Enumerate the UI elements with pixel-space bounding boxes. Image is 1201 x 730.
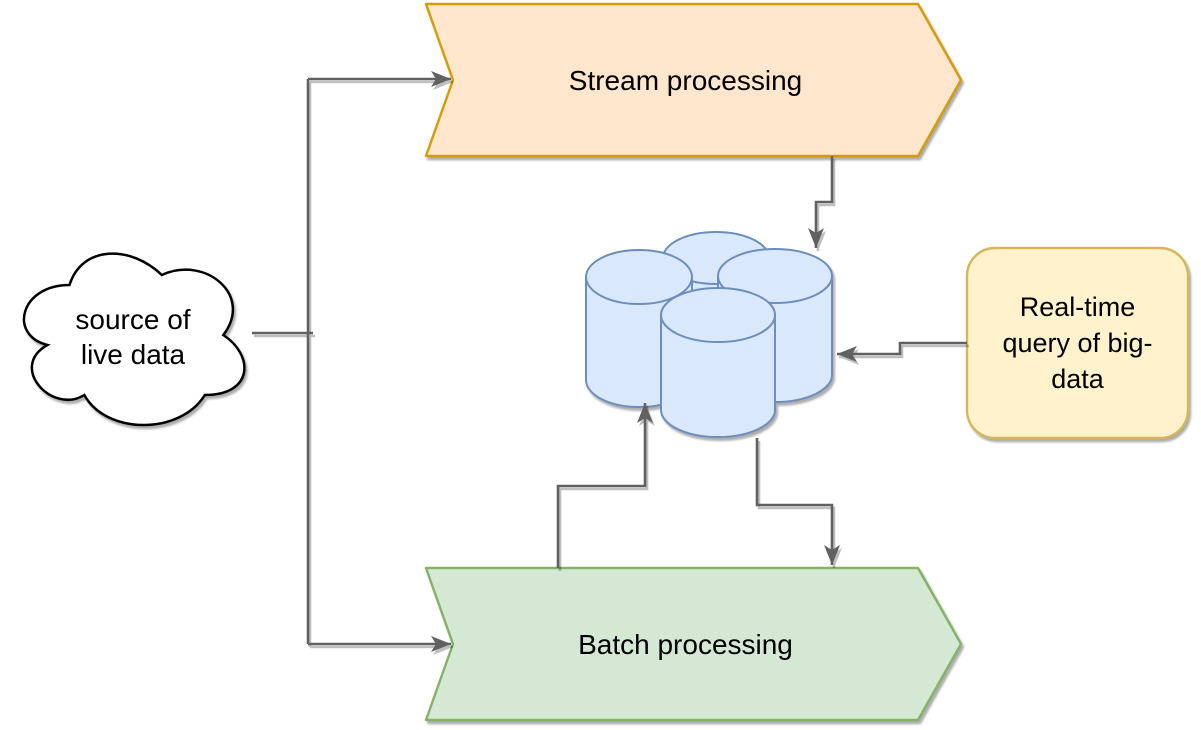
realtime-query-shape	[965, 246, 1190, 440]
diagram-shapes	[22, 2, 1190, 722]
batch-processing-shape	[424, 566, 963, 722]
source-cloud-shape	[22, 252, 246, 427]
database-cluster-icon	[585, 231, 833, 438]
connector-db-to-batch	[755, 438, 840, 565]
connector-stream-to-db	[808, 156, 834, 248]
db-cylinder-front-rim	[660, 314, 776, 343]
db-cylinder-front	[660, 287, 776, 438]
diagram-connectors	[252, 71, 967, 652]
db-cylinder-left-rim	[585, 276, 693, 305]
connector-query-to-db	[837, 341, 967, 362]
stream-processing-shape	[424, 2, 963, 158]
connector-batch-to-db	[556, 403, 653, 568]
